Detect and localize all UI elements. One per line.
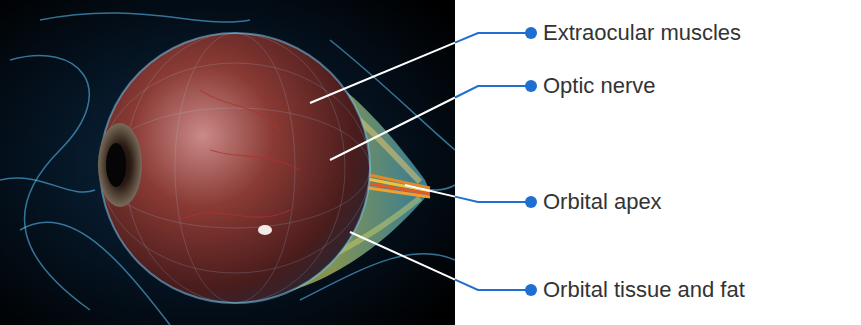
part-label: Optic nerve: [543, 73, 656, 99]
part-label: Orbital tissue and fat: [543, 277, 745, 303]
part-label: Orbital apex: [543, 189, 662, 215]
part-label: Extraocular muscles: [543, 20, 741, 46]
